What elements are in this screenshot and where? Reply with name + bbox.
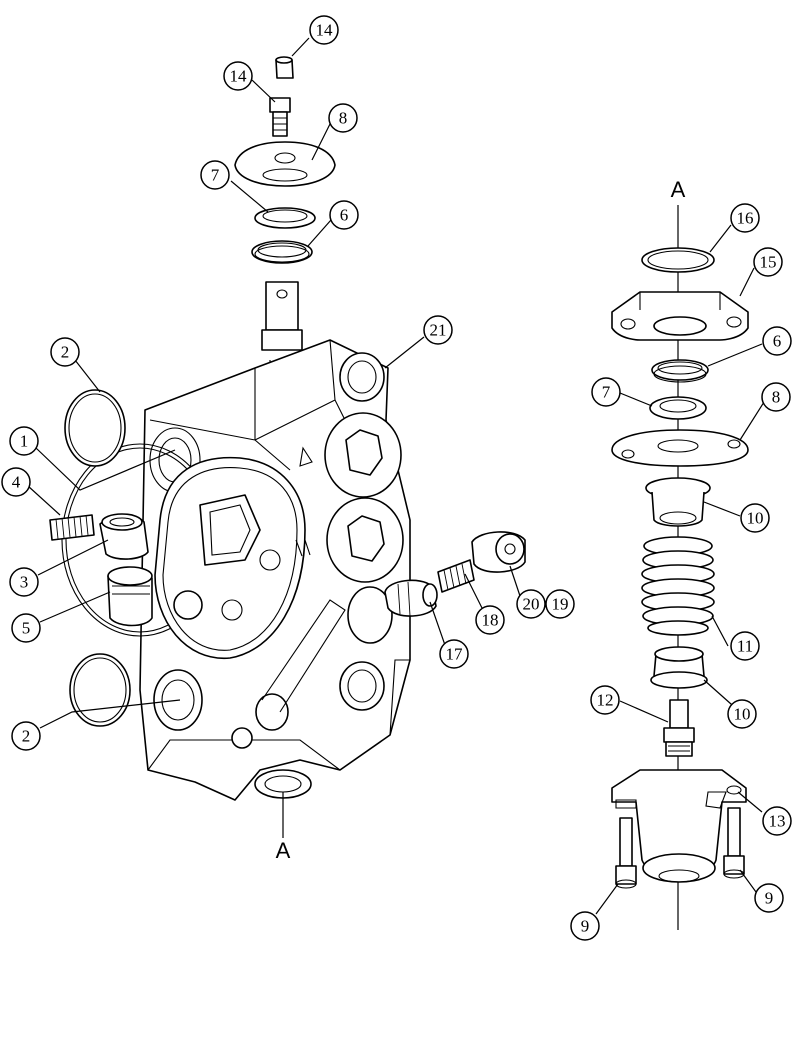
callout-1: 1 [9, 426, 39, 456]
right-spring-18 [437, 559, 475, 593]
svg-text:14: 14 [230, 67, 248, 86]
right-poppet-17 [384, 579, 438, 617]
callout-9-right: 9 [754, 883, 784, 913]
callout-19: 19 [545, 589, 575, 619]
callout-14-lower: 14 [223, 61, 253, 91]
callout-16: 16 [730, 203, 760, 233]
svg-text:20: 20 [523, 595, 540, 614]
svg-text:8: 8 [772, 388, 781, 407]
callout-15: 15 [753, 247, 783, 277]
svg-text:6: 6 [340, 206, 349, 225]
spring-seat-10-upper [645, 477, 711, 527]
callout-20: 20 [516, 589, 546, 619]
spring-11 [641, 536, 715, 636]
ref-mark-a-top: A [671, 177, 686, 202]
callout-11: 11 [730, 631, 760, 661]
svg-text:6: 6 [773, 332, 782, 351]
svg-text:10: 10 [747, 509, 764, 528]
seal-7-right [649, 396, 707, 420]
leader-lines [27, 37, 765, 915]
screw-9-left [615, 817, 637, 889]
top-bolt-lower [269, 97, 291, 137]
callout-12: 12 [590, 685, 620, 715]
callout-4: 4 [1, 467, 31, 497]
left-plug-5 [107, 566, 153, 627]
callout-10-lower: 10 [727, 699, 757, 729]
svg-text:2: 2 [22, 727, 31, 746]
seal-6-right [651, 359, 709, 383]
callout-6-left: 6 [329, 200, 359, 230]
callout-6-right: 6 [762, 326, 792, 356]
lower-hex-plug [295, 497, 404, 583]
right-cap-19-20 [471, 531, 526, 573]
callout-14-upper: 14 [309, 15, 339, 45]
svg-text:11: 11 [737, 637, 753, 656]
top-oring [251, 240, 313, 264]
svg-text:21: 21 [430, 321, 447, 340]
svg-text:14: 14 [316, 21, 334, 40]
svg-text:16: 16 [737, 209, 754, 228]
callout-9-left: 9 [570, 911, 600, 941]
svg-text:10: 10 [734, 705, 751, 724]
top-bolt-upper [275, 56, 294, 79]
housing-13 [611, 769, 747, 883]
callout-5: 5 [11, 613, 41, 643]
plate-8-right [611, 429, 749, 467]
callout-13: 13 [762, 806, 792, 836]
lower-oring-2 [69, 653, 131, 727]
top-cover-plate [234, 141, 336, 187]
callout-3: 3 [9, 567, 39, 597]
svg-text:7: 7 [602, 383, 611, 402]
svg-text:9: 9 [765, 889, 774, 908]
bolt-12 [663, 699, 695, 757]
callout-17: 17 [439, 639, 469, 669]
lower-right-ports [231, 586, 393, 749]
spring-seat-10-lower [650, 646, 708, 689]
svg-text:8: 8 [339, 109, 348, 128]
ref-mark-a-bottom: A [276, 838, 291, 863]
svg-text:12: 12 [597, 691, 614, 710]
svg-text:17: 17 [446, 645, 464, 664]
callout-18: 18 [475, 605, 505, 635]
upper-hex-plug [299, 412, 402, 498]
top-seal-ring [254, 207, 316, 229]
callout-2-upper: 2 [50, 337, 80, 367]
svg-text:13: 13 [769, 812, 786, 831]
svg-text:18: 18 [482, 611, 499, 630]
screw-9-right [723, 807, 745, 879]
svg-text:4: 4 [12, 473, 21, 492]
upper-port-plug [339, 352, 385, 402]
callout-8-left: 8 [328, 103, 358, 133]
flange-15 [611, 291, 749, 341]
left-poppet-3 [99, 513, 149, 560]
upper-oring-2 [64, 389, 126, 467]
svg-text:7: 7 [211, 166, 220, 185]
callout-8-right: 8 [761, 382, 791, 412]
center-port-plate [154, 456, 306, 659]
callout-7-right: 7 [591, 377, 621, 407]
left-spring-4 [49, 514, 95, 541]
svg-text:3: 3 [20, 573, 29, 592]
svg-text:15: 15 [760, 253, 777, 272]
svg-text:19: 19 [552, 595, 569, 614]
svg-text:2: 2 [61, 343, 70, 362]
callout-10-upper: 10 [740, 503, 770, 533]
svg-text:5: 5 [22, 619, 31, 638]
svg-text:9: 9 [581, 917, 590, 936]
callout-2-lower: 2 [11, 721, 41, 751]
callout-21: 21 [423, 315, 453, 345]
callout-7-left: 7 [200, 160, 230, 190]
oring-16 [641, 247, 715, 273]
svg-text:1: 1 [20, 432, 29, 451]
